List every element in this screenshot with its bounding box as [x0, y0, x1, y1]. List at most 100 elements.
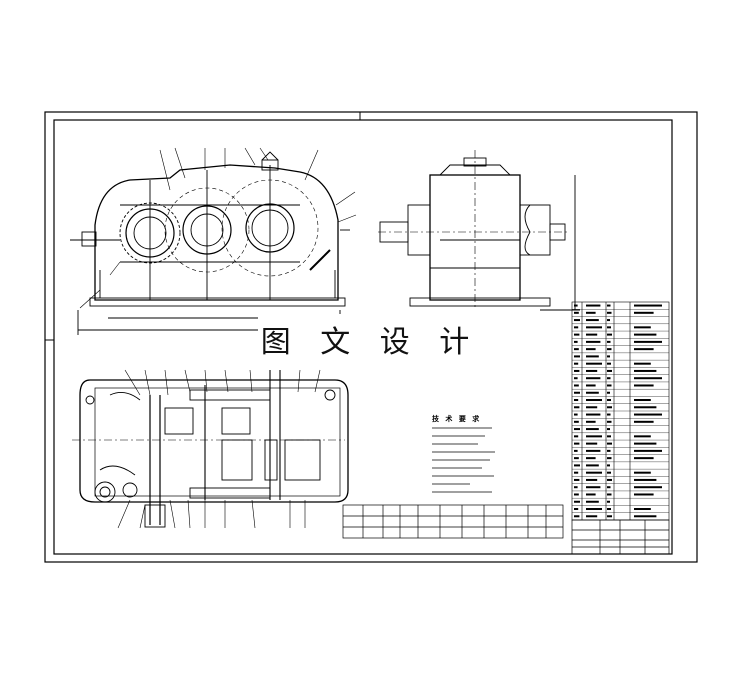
- parts-list-cell-mark: [634, 508, 651, 511]
- watermark-label: 图 文 设 计: [258, 314, 482, 364]
- parts-list-cell-mark: [574, 493, 579, 496]
- parts-list-cell-mark: [574, 486, 578, 489]
- parts-list-cell-mark: [574, 319, 580, 322]
- parts-list-cell-mark: [586, 319, 599, 322]
- parts-list-cell-mark: [586, 333, 598, 336]
- parts-list-cell-mark: [607, 464, 610, 467]
- parts-list-cell-mark: [586, 369, 598, 372]
- parts-list-rows: [572, 309, 669, 513]
- parts-list-cell-mark: [607, 362, 611, 365]
- parts-list-cell-mark: [586, 340, 601, 343]
- parts-list-cell-mark: [607, 333, 612, 336]
- parts-list-cell-mark: [634, 348, 654, 351]
- parts-list-cell-mark: [607, 508, 611, 511]
- parts-list-cell-mark: [586, 311, 596, 314]
- parts-list-cell-mark: [586, 399, 602, 402]
- parts-list-cell-mark: [586, 515, 598, 518]
- parts-list-cell-mark: [574, 348, 579, 351]
- parts-list-cell-mark: [634, 362, 651, 365]
- parts-list-cell-mark: [607, 449, 611, 452]
- parts-list-cell-mark: [607, 413, 611, 416]
- parts-list-cell-mark: [574, 464, 580, 467]
- parts-list-cell-mark: [574, 449, 578, 452]
- parts-list-cell-mark: [586, 478, 598, 481]
- parts-list-cell-mark: [586, 406, 598, 409]
- parts-list-cell-mark: [607, 369, 612, 372]
- parts-list-cell-mark: [607, 384, 612, 387]
- parts-list-cell-mark: [634, 486, 662, 489]
- top-section-view: [72, 370, 349, 528]
- parts-list-cell-mark: [586, 486, 601, 489]
- parts-list-cell-mark: [574, 515, 580, 518]
- parts-list-cell-mark: [634, 340, 662, 343]
- inner-drawing-frame: [53, 119, 673, 555]
- parts-list-cell-mark: [586, 471, 602, 474]
- parts-list-cell-mark: [607, 442, 612, 445]
- parts-list-cell-mark: [634, 413, 662, 416]
- parts-list-cell-mark: [586, 500, 599, 503]
- parts-list-cell-mark: [574, 435, 579, 438]
- parts-list-cell-mark: [634, 311, 654, 314]
- parts-list-cell-mark: [574, 340, 578, 343]
- parts-list-cell-mark: [634, 326, 651, 329]
- parts-list-cell-mark: [574, 304, 578, 307]
- parts-list-cell-mark: [574, 413, 578, 416]
- parts-list-cell-mark: [574, 457, 579, 460]
- parts-list-cell-mark: [607, 304, 611, 307]
- parts-list-cell-mark: [574, 478, 580, 481]
- parts-list-cell-mark: [574, 362, 579, 365]
- parts-list-cell-mark: [634, 420, 654, 423]
- parts-list-cell-mark: [607, 493, 612, 496]
- parts-list-cell-mark: [607, 500, 610, 503]
- parts-list-cell-mark: [607, 319, 610, 322]
- parts-list-cell-mark: [586, 355, 599, 358]
- parts-list-cell-mark: [574, 406, 580, 409]
- parts-list-cell-mark: [607, 435, 611, 438]
- parts-list-cell-mark: [607, 406, 612, 409]
- parts-list-cell-mark: [607, 486, 611, 489]
- parts-list-cell-mark: [607, 348, 612, 351]
- parts-list-cell-mark: [574, 377, 578, 380]
- parts-list-cell-mark: [574, 471, 579, 474]
- parts-list-cell-mark: [607, 377, 611, 380]
- parts-list-cell-mark: [586, 413, 601, 416]
- technical-requirements-title: 技 术 要 求: [432, 415, 482, 423]
- outer-sheet-border: [44, 111, 698, 563]
- parts-list-cell-mark: [574, 399, 579, 402]
- parts-list-cell-mark: [586, 384, 596, 387]
- parts-list-cell-mark: [607, 515, 612, 518]
- parts-list-cell-mark: [607, 355, 610, 358]
- parts-list-cell-mark: [586, 493, 596, 496]
- parts-list-cell-mark: [586, 457, 596, 460]
- parts-list-cell-mark: [586, 326, 602, 329]
- parts-list-cell-mark: [607, 399, 611, 402]
- parts-list-cell-mark: [574, 369, 580, 372]
- characteristics-table: [342, 504, 564, 539]
- parts-list-cell-mark: [634, 369, 657, 372]
- parts-list-cell-mark: [634, 304, 662, 307]
- parts-list-cell-mark: [634, 333, 657, 336]
- parts-list-cell-mark: [634, 377, 662, 380]
- parts-list-cell-mark: [634, 471, 651, 474]
- parts-list-cell-mark: [586, 391, 599, 394]
- parts-list-cell-mark: [607, 340, 611, 343]
- parts-list-cell-mark: [574, 384, 579, 387]
- parts-list-cell-mark: [574, 508, 579, 511]
- parts-list-cell-mark: [574, 500, 580, 503]
- parts-list-cell-mark: [607, 311, 612, 314]
- parts-list-cell-mark: [607, 478, 612, 481]
- parts-list-cell-mark: [607, 391, 610, 394]
- parts-list-cell-mark: [586, 464, 599, 467]
- parts-list-cell-mark: [574, 311, 579, 314]
- parts-list-cell-mark: [574, 326, 579, 329]
- parts-list-cell-mark: [586, 348, 596, 351]
- front-view: [70, 151, 350, 335]
- parts-list-cell-mark: [607, 420, 612, 423]
- parts-list-cell-mark: [586, 420, 596, 423]
- parts-list-cell-mark: [574, 333, 580, 336]
- parts-list-cell-mark: [586, 435, 602, 438]
- parts-list-cell-mark: [586, 377, 601, 380]
- parts-list-cell-mark: [634, 493, 654, 496]
- parts-list-cell-mark: [634, 442, 657, 445]
